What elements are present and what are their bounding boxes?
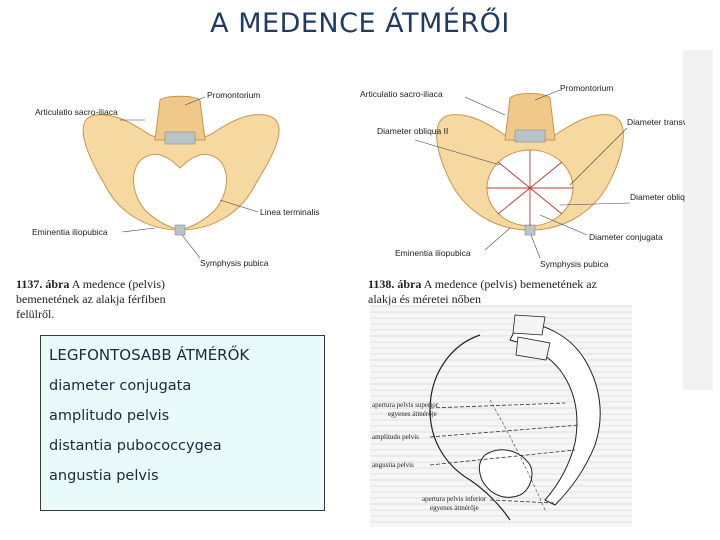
figure2-number: 1138. ábra	[368, 277, 422, 291]
label2-obliqua-2: Diameter obliqua II	[377, 126, 448, 136]
label2-conjugata: Diameter conjugata	[589, 232, 663, 242]
label-symphysis: Symphysis pubica	[200, 258, 269, 268]
label-eminentia: Eminentia iliopubica	[32, 227, 108, 237]
figure2-text: A medence (pelvis) bemenetének az alakja…	[368, 277, 597, 306]
label-promontorium: Promontorium	[207, 90, 260, 100]
page-title: A MEDENCE ÁTMÉRŐI	[210, 8, 510, 39]
leader-linea	[219, 199, 259, 213]
diameter-item: distantia pubococcygea	[49, 438, 222, 454]
label2-articulatio: Articulatio sacro-iliaca	[360, 89, 443, 99]
diameter-item: diameter conjugata	[49, 378, 192, 394]
diameter-item: angustia pelvis	[49, 468, 159, 484]
apertura-inferior-line	[489, 499, 556, 504]
sagittal-pelvis-figure: apertura pelvis superior egyenes átmérőj…	[372, 314, 601, 521]
diameter-obliqua-2-line	[497, 161, 563, 215]
label3-apertura-superior: apertura pelvis superior	[372, 401, 439, 409]
label2-obliqua-1: Diameter obliqua I	[630, 192, 685, 202]
label3-amplitudo: amplitudo pelvis	[372, 433, 419, 441]
amplitudo-line	[429, 424, 581, 438]
figure1-text: A medence (pelvis) bemenetének az alakja…	[16, 277, 166, 321]
figure1-number: 1137. ábra	[16, 277, 70, 291]
key-diameters-box: LEGFONTOSABB ÁTMÉRŐK diameter conjugata …	[40, 335, 325, 511]
angustia-line	[429, 449, 576, 466]
leader-promontorium	[184, 96, 206, 106]
figure1-caption: 1137. ábra A medence (pelvis) bemeneténe…	[16, 277, 196, 322]
male-pelvis-figure: Articulatio sacro-iliaca Promontorium Li…	[32, 90, 320, 268]
label3-angustia: angustia pelvis	[372, 461, 414, 469]
label2-eminentia: Eminentia iliopubica	[395, 248, 471, 258]
label-linea-terminalis: Linea terminalis	[260, 207, 320, 217]
label2-symphysis: Symphysis pubica	[540, 259, 609, 269]
label3-egyenes-2: egyenes átmérője	[430, 504, 479, 512]
label2-promontorium: Promontorium	[560, 83, 613, 93]
female-pelvis-figure: Articulatio sacro-iliaca Promontorium Di…	[360, 83, 685, 269]
figure2-caption: 1138. ábra A medence (pelvis) bemeneténe…	[368, 277, 608, 307]
label3-apertura-inferior: apertura pelvis inferior	[422, 495, 487, 503]
label2-transversa: Diameter transversa	[627, 117, 685, 127]
leader-eminentia	[121, 227, 156, 233]
scan-margin-strip	[683, 50, 713, 390]
diameter-item: amplitudo pelvis	[49, 408, 170, 424]
label3-egyenes-1: egyenes átmérője	[388, 410, 437, 418]
leader-symphysis	[181, 234, 201, 259]
label-articulatio: Articulatio sacro-iliaca	[35, 107, 118, 117]
apertura-superior-line	[429, 402, 566, 409]
key-diameters-heading: LEGFONTOSABB ÁTMÉRŐK	[49, 346, 250, 364]
